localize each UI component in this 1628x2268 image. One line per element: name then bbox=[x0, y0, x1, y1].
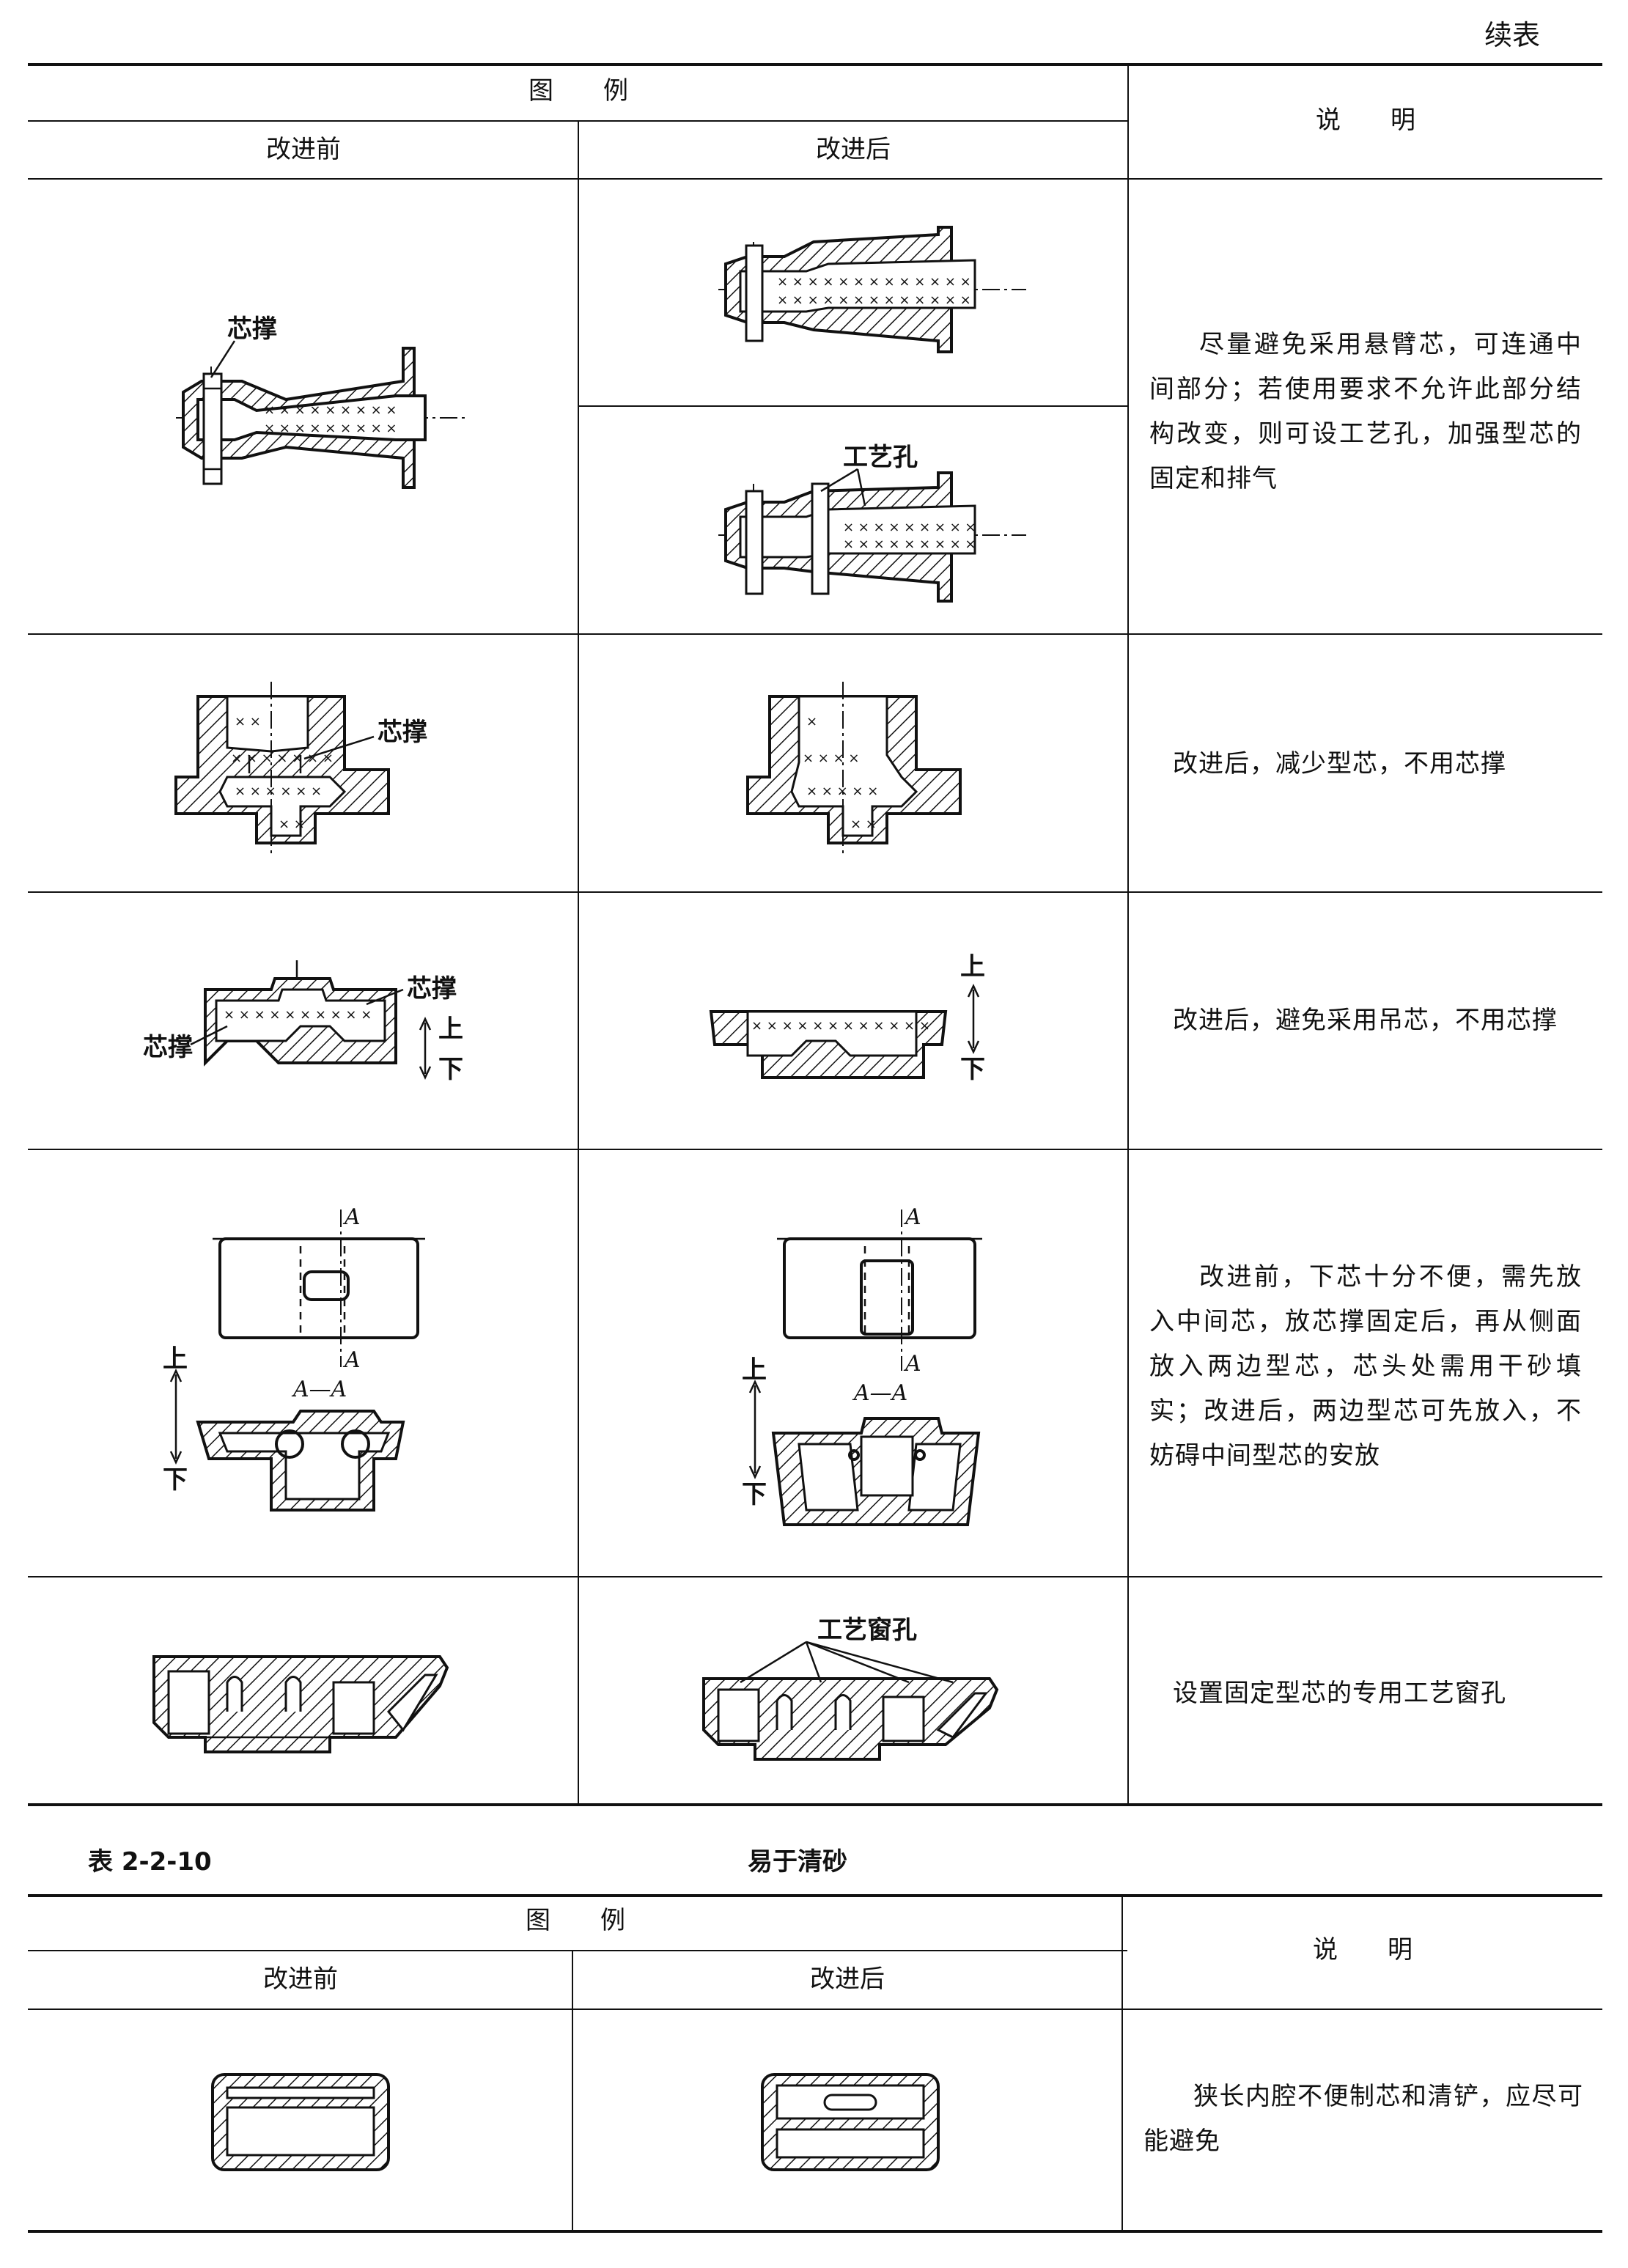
table1-header-group: 图 例 bbox=[528, 76, 628, 106]
table2-after-figure bbox=[761, 2073, 940, 2171]
row4-after-a-bottom: A bbox=[903, 1351, 921, 1377]
row2-note: 改进后，减少型芯，不用芯撑 bbox=[1173, 749, 1506, 778]
table2-number: 表 2-2-10 bbox=[88, 1847, 212, 1877]
row1-before-label: 芯撑 bbox=[227, 314, 277, 344]
svg-text:× × × × × × ×: × × × × × × × bbox=[231, 751, 334, 766]
row4-before-figure: A A A—A 上 下 bbox=[163, 1204, 425, 1512]
svg-text:× × × × × × × × × ×: × × × × × × × × × × bbox=[224, 1007, 372, 1023]
svg-text:× × × × × × × × ×: × × × × × × × × × bbox=[264, 402, 397, 418]
row4-after-section-label: A—A bbox=[852, 1380, 907, 1406]
svg-text:× × × × ×: × × × × × bbox=[806, 784, 878, 799]
row2-after-figure: × × × × × × × × × × × × bbox=[746, 682, 962, 854]
svg-text:× × × × × × × × ×: × × × × × × × × × bbox=[843, 537, 976, 552]
svg-text:× × × × × ×: × × × × × × bbox=[235, 784, 322, 799]
svg-text:× × × × × × × × ×: × × × × × × × × × bbox=[843, 520, 976, 535]
row4-after-up: 上 bbox=[742, 1355, 767, 1385]
table2-title: 易于清砂 bbox=[748, 1847, 847, 1877]
row3-after-down: 下 bbox=[960, 1055, 985, 1084]
row1-after-figure-1: × × × × × × × × × × × × × × × × × × × × … bbox=[718, 226, 1026, 353]
svg-text:× × × × × × × × × × × ×: × × × × × × × × × × × × bbox=[751, 1018, 930, 1034]
row5-after-figure: 工艺窗孔 bbox=[702, 1616, 999, 1761]
row3-before-label-left: 芯撑 bbox=[143, 1033, 193, 1062]
row3-before-label-right: 芯撑 bbox=[407, 974, 457, 1004]
row4-before-down: 下 bbox=[163, 1465, 188, 1495]
row1-after-figure-2: × × × × × × × × × × × × × × × × × × 工艺孔 bbox=[718, 443, 1026, 603]
table1-col-before: 改进前 bbox=[266, 135, 341, 164]
row3-after-figure: × × × × × × × × × × × × 上 下 bbox=[709, 952, 985, 1084]
row4-after-a-top: A bbox=[903, 1204, 921, 1230]
row2-before-label: 芯撑 bbox=[377, 718, 427, 747]
row4-note: 改进前，下芯十分不便，需先放入中间芯，放芯撑固定后，再从侧面放入两边型芯，芯头处… bbox=[1149, 1262, 1582, 1470]
table1-col-after: 改进后 bbox=[816, 135, 891, 164]
svg-text:× × × × × × × × ×: × × × × × × × × × bbox=[264, 421, 397, 436]
row5-after-label: 工艺窗孔 bbox=[817, 1616, 917, 1645]
row3-before-up: 上 bbox=[438, 1015, 463, 1044]
table2-col-after: 改进后 bbox=[810, 1965, 885, 1994]
svg-text:× × × × × × × × × × × × ×: × × × × × × × × × × × × × bbox=[777, 292, 971, 308]
row4-before-up: 上 bbox=[163, 1344, 188, 1374]
table2-before-figure bbox=[211, 2073, 390, 2171]
row4-before-a-bottom: A bbox=[342, 1347, 361, 1373]
svg-text:× × × × × × × × × × × × ×: × × × × × × × × × × × × × bbox=[777, 274, 971, 290]
row4-before-section-label: A—A bbox=[291, 1377, 347, 1402]
table2-row1-note: 狭长内腔不便制芯和清铲，应尽可能避免 bbox=[1143, 2082, 1583, 2156]
row5-note: 设置固定型芯的专用工艺窗孔 bbox=[1173, 1679, 1506, 1708]
row4-before-a-top: A bbox=[342, 1204, 361, 1230]
table2-header-group: 图 例 bbox=[526, 1906, 625, 1935]
row4-after-figure: A A A—A 上 下 bbox=[742, 1204, 982, 1526]
continued-table-label: 续表 bbox=[1484, 19, 1541, 51]
row3-before-figure: × × × × × × × × × × 芯撑 芯撑 上 下 bbox=[143, 960, 463, 1084]
row4-after-down: 下 bbox=[742, 1480, 767, 1509]
row1-note: 尽量避免采用悬臂芯，可连通中间部分；若使用要求不允许此部分结构改变，则可设工艺孔… bbox=[1149, 330, 1582, 493]
row1-after-label: 工艺孔 bbox=[843, 443, 918, 472]
row5-before-figure bbox=[152, 1655, 449, 1753]
table2-col-before: 改进前 bbox=[263, 1965, 338, 1994]
svg-text:×: × bbox=[806, 714, 817, 729]
svg-text:× ×: × × bbox=[279, 817, 305, 832]
row3-note: 改进后，避免采用吊芯，不用芯撑 bbox=[1173, 1006, 1558, 1035]
row3-after-up: 上 bbox=[960, 952, 985, 982]
row1-before-figure: × × × × × × × × × × × × × × × × × × 芯撑 bbox=[176, 314, 469, 489]
svg-text:× ×: × × bbox=[850, 817, 877, 832]
svg-text:× × × ×: × × × × bbox=[803, 751, 860, 766]
row2-before-figure: × × × × × × × × × × × × × × × × × 芯撑 bbox=[174, 682, 427, 854]
table1-col-note: 说 明 bbox=[1316, 106, 1415, 135]
table2-col-note: 说 明 bbox=[1313, 1935, 1412, 1965]
row3-before-down: 下 bbox=[438, 1055, 463, 1084]
svg-text:× ×: × × bbox=[235, 714, 261, 729]
